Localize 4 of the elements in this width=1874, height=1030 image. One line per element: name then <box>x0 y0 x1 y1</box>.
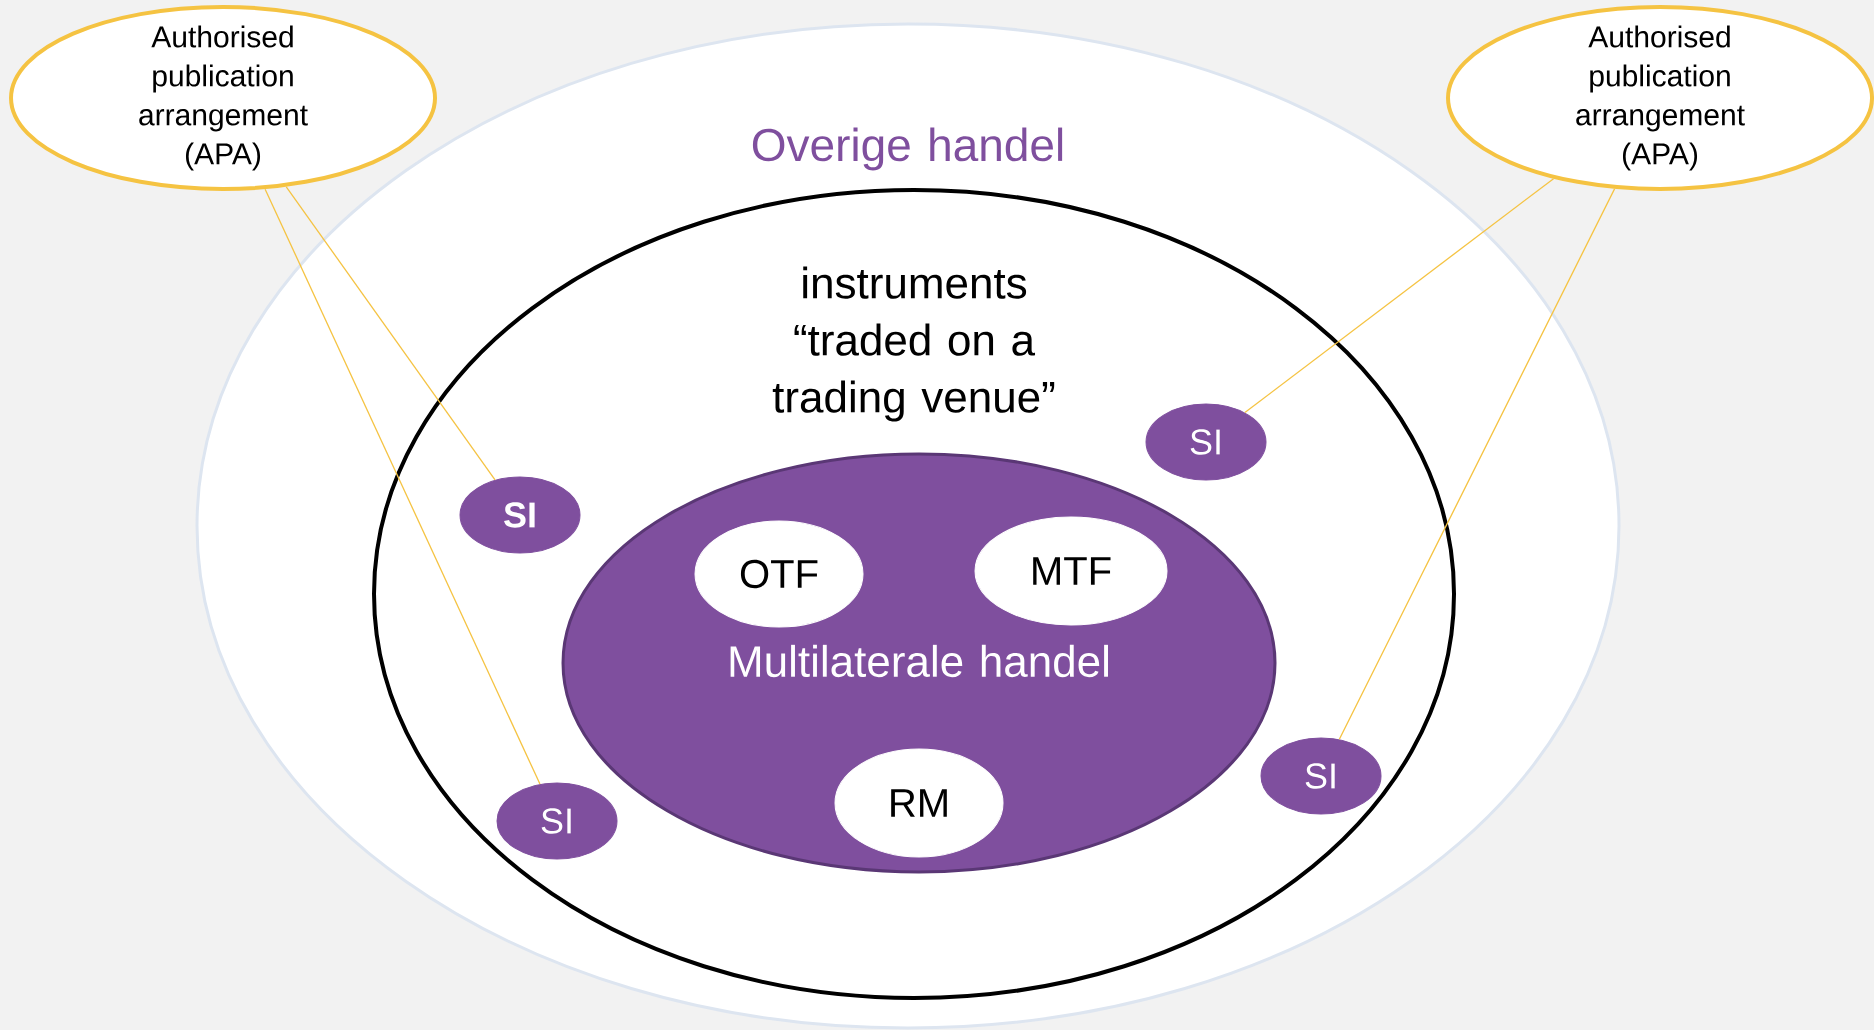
connector-line <box>1338 188 1616 740</box>
connector-line <box>285 186 496 481</box>
connector-line <box>1244 178 1555 414</box>
connector-line <box>264 188 541 785</box>
